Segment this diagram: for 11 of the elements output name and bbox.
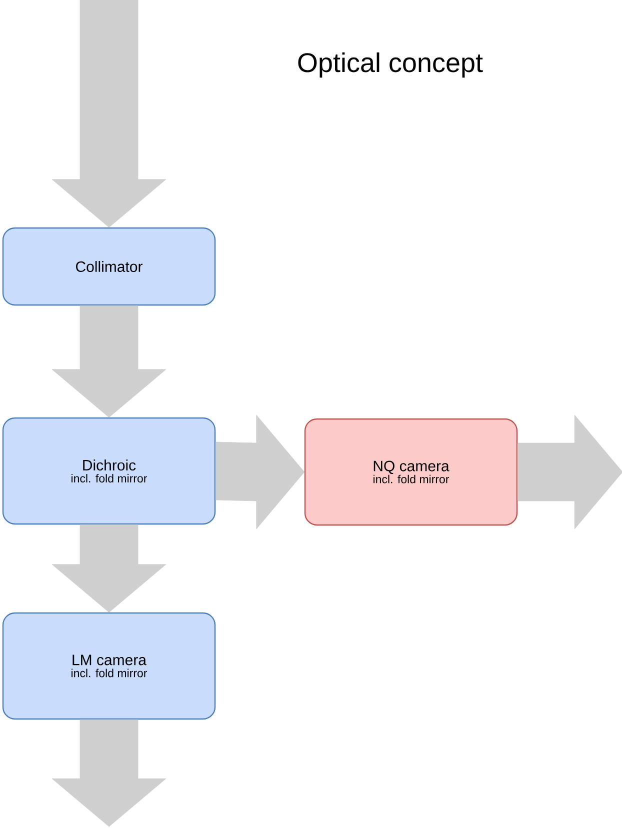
block-arrow — [52, 524, 166, 613]
process-box: LM camera incl. fold mirror — [2, 612, 216, 720]
process-box: Dichroic incl. fold mirror — [2, 417, 216, 525]
block-arrow — [52, 0, 166, 228]
process-box: NQ camera incl. fold mirror — [304, 418, 518, 526]
block-arrow — [215, 414, 305, 530]
title: Optical concept — [298, 52, 483, 78]
block-arrow — [52, 719, 166, 827]
process-box: Collimator — [2, 227, 216, 306]
block-arrow — [52, 305, 166, 418]
block-arrow — [517, 414, 622, 530]
